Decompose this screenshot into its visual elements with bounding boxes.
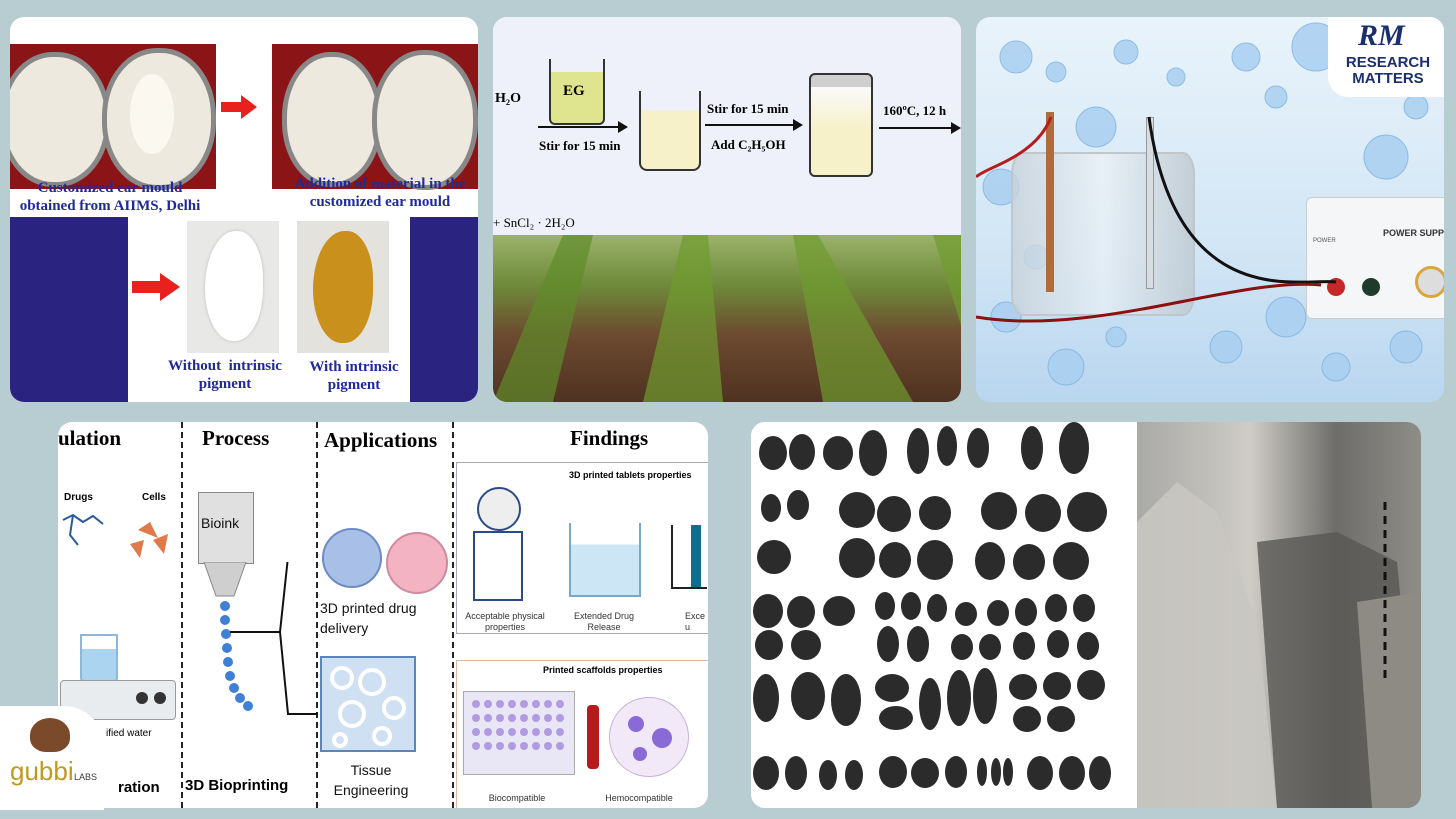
caption-mould: Customized ear mould obtained from AIIMS… — [19, 180, 201, 214]
findings-tablets-box: 3D printed tablets properties Acceptable… — [456, 462, 708, 634]
cells-circle-icon — [609, 697, 689, 777]
logo-labs-text: LABS — [74, 772, 98, 782]
rm-mark: RM — [1358, 19, 1405, 52]
app-drug-delivery: 3D printed drug delivery — [320, 600, 417, 636]
synthesis-diagram: H₂O EG Stir for 15 min Stir for 15 min A… — [493, 17, 961, 237]
finding-physical: Acceptable physical properties — [465, 611, 545, 632]
col-formulation-footer: ration — [118, 779, 160, 796]
water-label: ified water — [106, 728, 152, 739]
caption-with-pigment: With intrinsic pigment — [309, 359, 399, 393]
finding-release: Extended Drug Release — [573, 611, 635, 632]
arrow-right-icon — [705, 119, 803, 131]
arrow-right-icon — [538, 121, 628, 133]
sparrow-icon — [30, 718, 70, 752]
nozzle-strand — [203, 562, 318, 715]
checklist-icon — [473, 487, 523, 601]
finding-hemocompatible: Hemocompatible — [605, 793, 673, 803]
col-findings-header: Findings — [570, 426, 649, 450]
cells-label: Cells — [142, 492, 166, 503]
step3-label: 160ºC, 12 h — [883, 103, 947, 118]
tin-label: + SnCl₂ · 2H₂O — [493, 215, 575, 230]
crop-field-photo — [493, 235, 961, 402]
arrow-right-icon — [132, 273, 180, 301]
logo-gubbi-text: gubbi — [10, 756, 74, 786]
ear-pigmented-photo — [297, 221, 389, 353]
knob — [1415, 266, 1444, 298]
bioink-cartridge: Bioink — [198, 492, 254, 564]
bioink-label: Bioink — [201, 515, 240, 531]
logo-line2: MATTERS — [1352, 70, 1424, 87]
findings-scaffolds-title: Printed scaffolds properties — [543, 665, 663, 675]
cables — [976, 116, 1337, 323]
molecule-icon — [62, 513, 168, 558]
arrow-right-icon — [221, 95, 257, 119]
scaffold-icon — [320, 656, 416, 752]
findings-tablets-title: 3D printed tablets properties — [569, 470, 692, 480]
app-tissue-engineering: Tissue Engineering — [333, 762, 409, 798]
ear-white-photo — [187, 221, 279, 353]
col-process-header: Process — [202, 426, 270, 450]
copper-electrode — [1046, 112, 1054, 292]
power-supply-label: POWER SUPP — [1383, 228, 1444, 238]
electrolysis-panel: POWER SUPP POWER RM RESEARCH MATTERS — [976, 17, 1444, 402]
beaker-eg: EG — [549, 59, 605, 125]
findings-scaffolds-box: Printed scaffolds properties Biocompatib… — [456, 660, 708, 808]
finding-biocompatible: Biocompatible — [488, 793, 546, 803]
black-terminal — [1362, 278, 1380, 296]
beaker-mixture — [639, 91, 701, 171]
divider — [452, 422, 454, 808]
navy-band-right — [410, 217, 478, 402]
research-matters-logo: RM RESEARCH MATTERS — [1328, 17, 1444, 97]
blue-pill-icon — [322, 528, 382, 588]
ear-mould-photo-2 — [272, 44, 478, 190]
power-label: POWER — [1313, 238, 1336, 244]
divider — [181, 422, 183, 808]
beaker-eg-label: EG — [563, 83, 585, 99]
seed-plate — [751, 422, 1137, 808]
bioprinting-panel: ulation Process Applications Findings Dr… — [58, 422, 708, 808]
step1-label: Stir for 15 min — [539, 138, 621, 153]
navy-band-left — [10, 217, 128, 402]
excavation-photo — [1137, 422, 1421, 808]
col-process-footer: 3D Bioprinting — [185, 777, 289, 794]
bar-icon — [671, 525, 707, 589]
drugs-label: Drugs — [64, 492, 93, 503]
col-formulation-header: ulation — [58, 426, 122, 450]
step2-label-b: Add C₂H₅OH — [711, 137, 786, 152]
archaeology-panel — [751, 422, 1421, 808]
ear-mould-panel: Customized ear mould obtained from AIIMS… — [10, 17, 478, 402]
pink-pill-icon — [386, 532, 448, 594]
caption-without-pigment: Without intrinsic pigment — [168, 358, 282, 392]
col-applications-header: Applications — [324, 428, 438, 452]
divider — [316, 422, 318, 808]
water-label: H₂O — [495, 91, 521, 106]
gubbi-labs-logo: gubbi LABS — [0, 706, 104, 810]
dissolution-beaker-icon — [569, 523, 641, 597]
well-plate-icon — [463, 691, 575, 775]
synthesis-panel: H₂O EG Stir for 15 min Stir for 15 min A… — [493, 17, 961, 402]
blood-tube-icon — [587, 705, 599, 769]
ear-mould-photo-1 — [10, 44, 216, 190]
step2-label-a: Stir for 15 min — [707, 101, 789, 116]
finding-other: Exce u — [685, 611, 706, 632]
logo-line1: RESEARCH — [1345, 54, 1431, 71]
caption-material: Addition of material in the customized e… — [294, 176, 466, 210]
autoclave — [809, 73, 873, 177]
arrow-right-icon — [879, 122, 961, 134]
